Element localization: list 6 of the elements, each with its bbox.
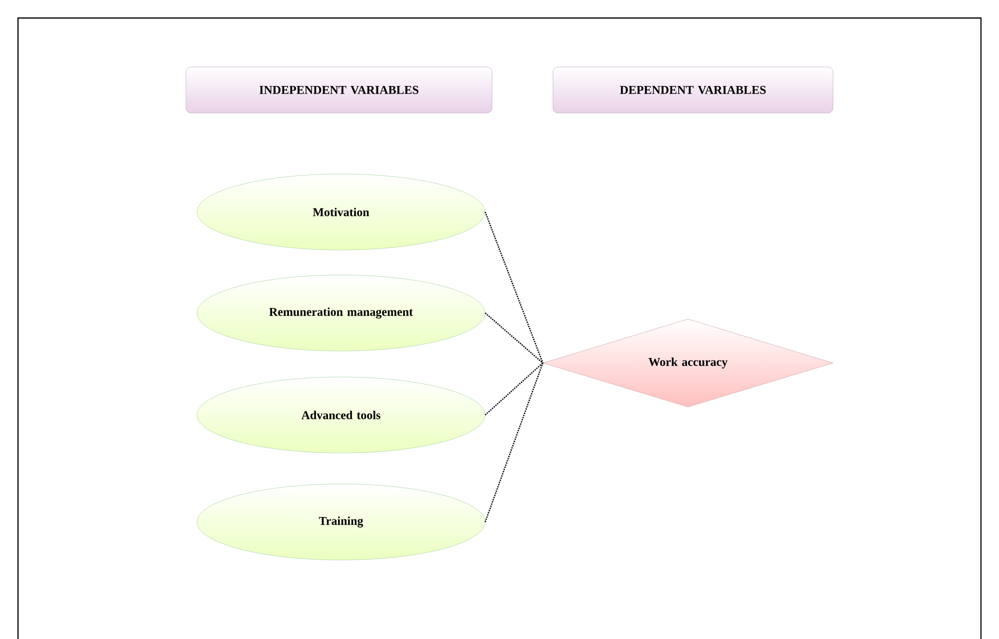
heading-box: DEPENDENT VARIABLES bbox=[552, 66, 834, 114]
dotted-connector bbox=[484, 312, 544, 364]
heading-box: INDEPENDENT VARIABLES bbox=[186, 66, 492, 114]
dotted-connector bbox=[484, 362, 544, 522]
dotted-connector bbox=[484, 362, 544, 416]
dotted-connector bbox=[484, 212, 544, 364]
